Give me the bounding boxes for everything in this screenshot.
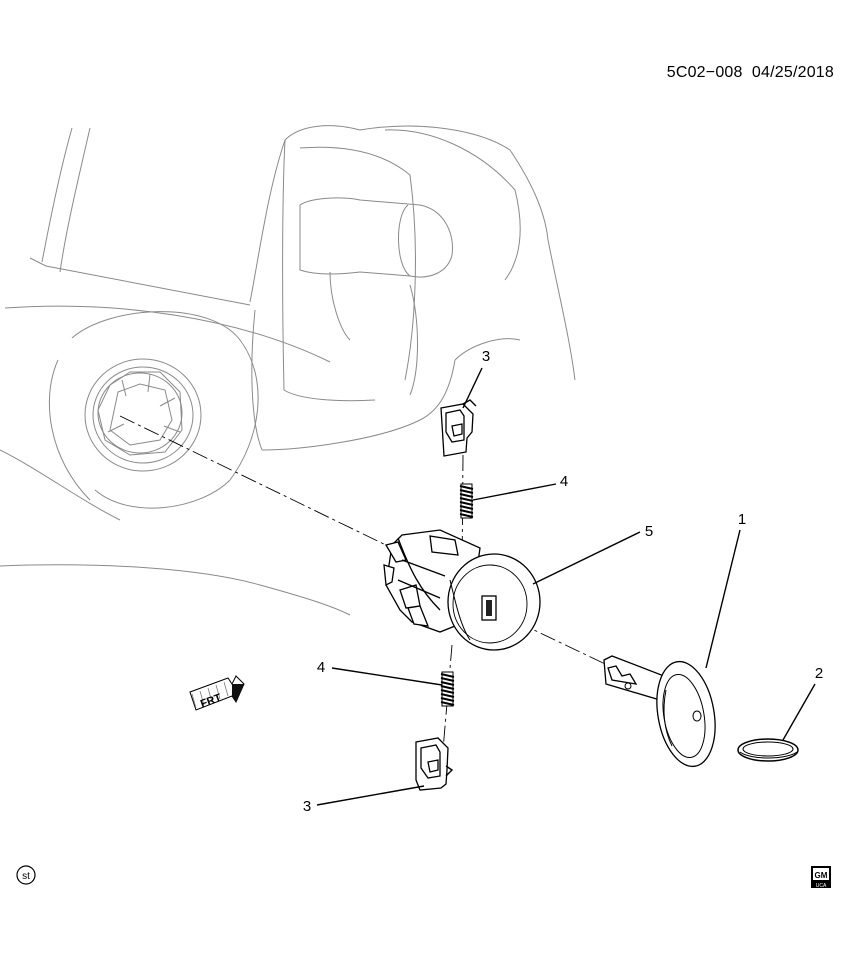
lock-cylinder-housing bbox=[383, 529, 541, 651]
callout-4-bottom: 4 bbox=[317, 659, 325, 676]
ignition-key bbox=[603, 655, 716, 768]
svg-text:GM: GM bbox=[815, 871, 828, 880]
callout-3-bottom: 3 bbox=[303, 798, 311, 815]
callout-4-top: 4 bbox=[560, 473, 568, 490]
leader-lines bbox=[316, 367, 816, 806]
callout-labels: 1 2 3 3 4 4 5 bbox=[303, 348, 823, 815]
key-ring bbox=[737, 738, 799, 762]
diagram-header: 5C02−008 04/25/2018 bbox=[620, 64, 834, 82]
st-badge-text: st bbox=[22, 871, 30, 882]
assembly-centerline bbox=[119, 415, 393, 549]
gm-logo: GM UCA bbox=[811, 866, 831, 889]
callout-5: 5 bbox=[645, 523, 653, 540]
callout-2: 2 bbox=[815, 665, 823, 682]
spring-bottom bbox=[440, 671, 455, 707]
retainer-clip-top bbox=[440, 399, 477, 457]
svg-text:UCA: UCA bbox=[816, 883, 827, 889]
retainer-clip-bottom bbox=[415, 737, 454, 791]
front-orientation-marker: FRT bbox=[189, 675, 245, 711]
vehicle-body-outline bbox=[0, 125, 576, 616]
document-id: 5C02−008 bbox=[666, 64, 743, 81]
callout-1: 1 bbox=[738, 511, 746, 528]
vertical-assembly-axis-lower bbox=[442, 644, 453, 751]
callout-3-top: 3 bbox=[482, 348, 490, 365]
ignition-bezel-ghost bbox=[84, 358, 202, 472]
document-date: 04/25/2018 bbox=[751, 64, 834, 81]
key-axis-centerline bbox=[491, 609, 623, 673]
spring-top bbox=[459, 483, 474, 519]
st-badge: st bbox=[16, 865, 36, 885]
